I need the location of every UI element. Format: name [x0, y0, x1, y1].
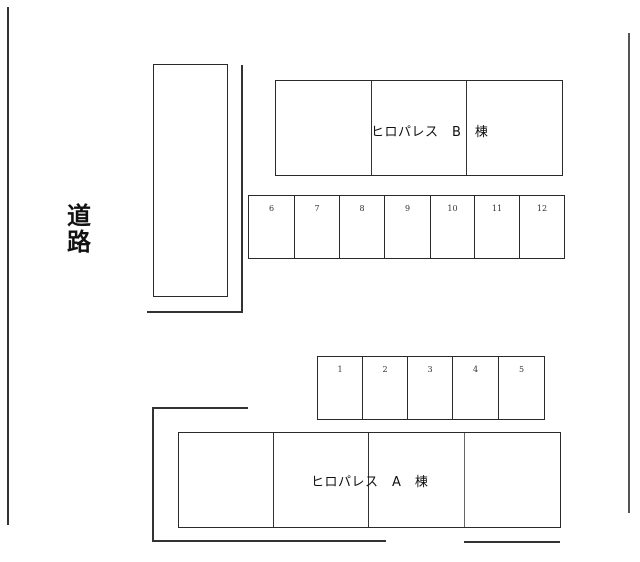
bracket-horizontal-upper: [147, 311, 243, 313]
building-b-divider-1: [371, 81, 373, 175]
bracket-bottom-right: [464, 541, 560, 543]
bracket-vertical-lower: [152, 407, 154, 541]
parking-space-10[interactable]: 10: [430, 195, 475, 259]
parking-number: 1: [337, 365, 343, 374]
bracket-top-lower: [152, 407, 248, 409]
parking-space-9[interactable]: 9: [384, 195, 431, 259]
parking-number: 2: [382, 365, 388, 374]
parking-space-11[interactable]: 11: [474, 195, 520, 259]
building-a-divider-2: [368, 433, 370, 527]
bracket-bottom-left: [152, 540, 386, 542]
parking-number: 11: [491, 204, 503, 213]
building-a-divider-3: [464, 433, 466, 527]
parking-number: 8: [359, 204, 365, 213]
parking-number: 10: [447, 204, 458, 213]
road-label-char-1: 道: [67, 202, 91, 230]
parking-space-4[interactable]: 4: [452, 356, 499, 420]
parking-space-5[interactable]: 5: [498, 356, 545, 420]
parking-space-3[interactable]: 3: [407, 356, 453, 420]
parking-space-7[interactable]: 7: [294, 195, 340, 259]
right-boundary-line: [628, 33, 630, 513]
tall-structure: [153, 64, 228, 297]
building-a: [178, 432, 561, 528]
building-b: [275, 80, 563, 176]
bracket-vertical-upper: [241, 65, 243, 313]
parking-number: 9: [404, 204, 411, 213]
parking-space-8[interactable]: 8: [339, 195, 385, 259]
road-label-char-2: 路: [67, 228, 91, 256]
parking-space-6[interactable]: 6: [248, 195, 295, 259]
parking-number: 4: [472, 365, 479, 374]
parking-number: 7: [314, 204, 320, 213]
building-b-label: ヒロパレス B 棟: [371, 125, 489, 140]
parking-space-12[interactable]: 12: [519, 195, 565, 259]
building-a-divider-1: [273, 433, 275, 527]
parking-space-1[interactable]: 1: [317, 356, 363, 420]
left-road-line: [7, 7, 9, 525]
building-b-divider-2: [466, 81, 468, 175]
parking-number: 12: [536, 204, 548, 213]
parking-number: 3: [427, 365, 433, 374]
building-a-label: ヒロパレス A 棟: [311, 475, 429, 490]
parking-number: 6: [268, 204, 275, 213]
parking-space-2[interactable]: 2: [362, 356, 408, 420]
parking-number: 5: [518, 365, 525, 374]
road-label: 道 路: [64, 203, 94, 255]
